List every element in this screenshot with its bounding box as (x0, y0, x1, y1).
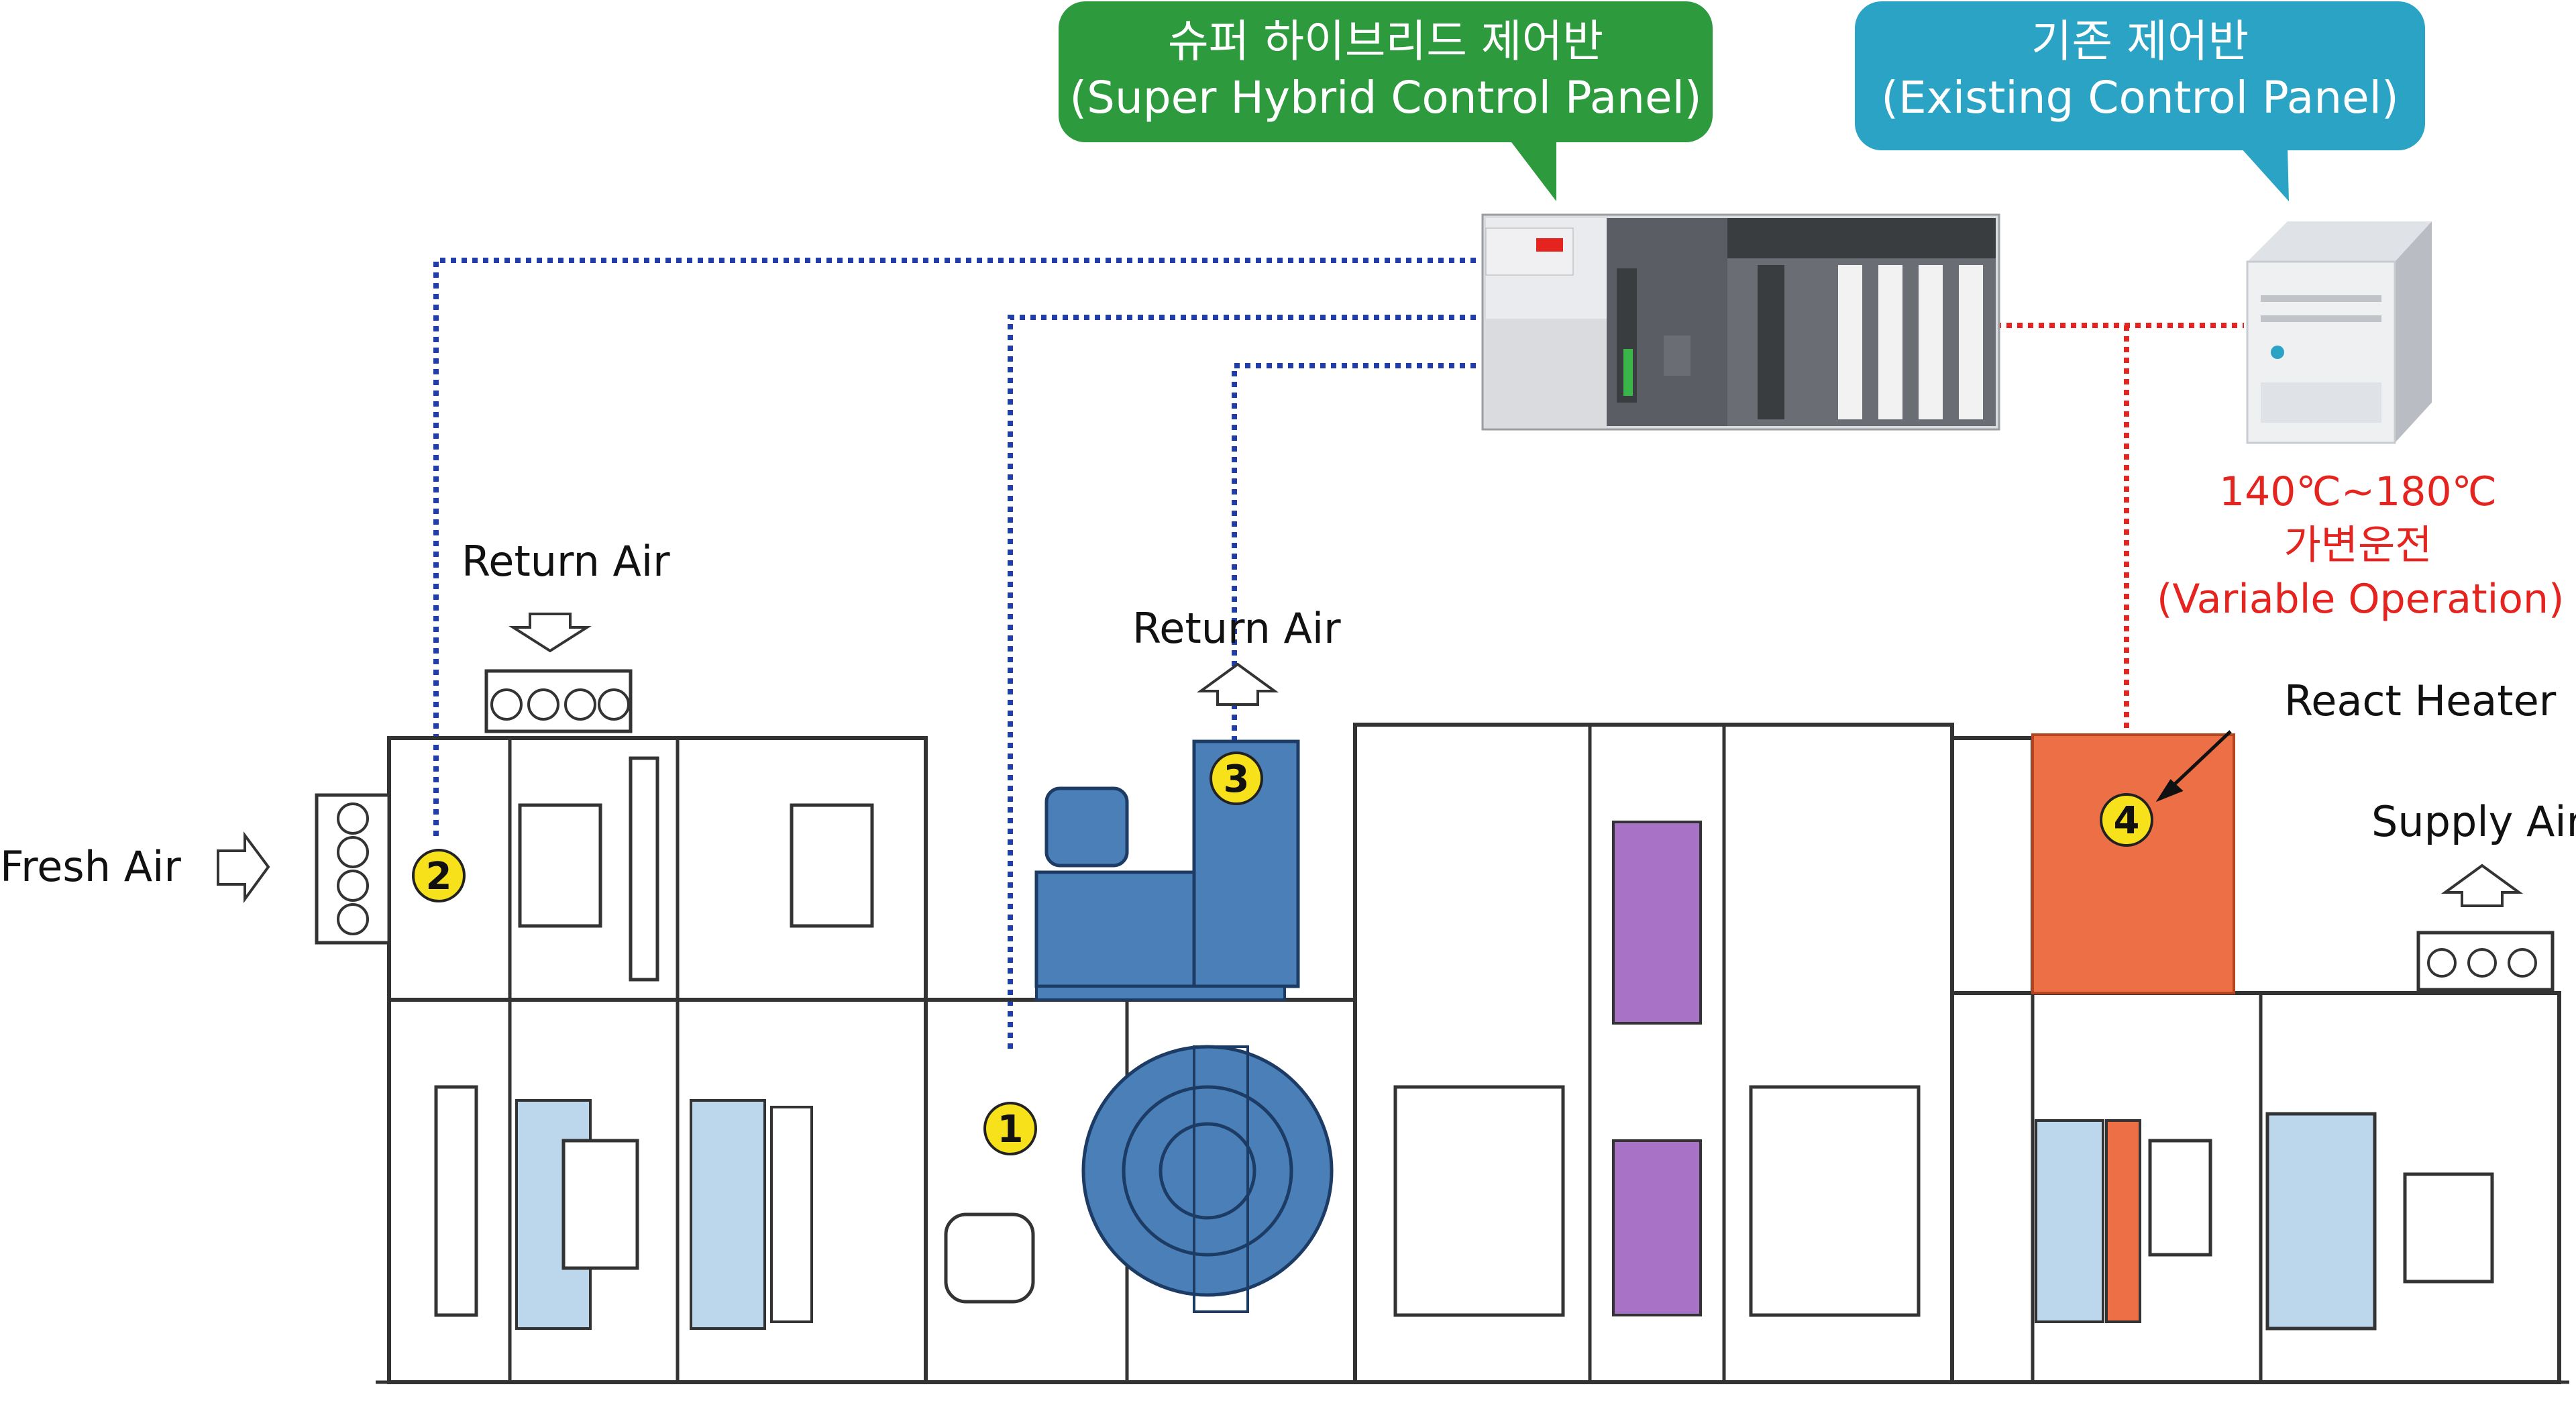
marker-3-label: 3 (1224, 758, 1250, 801)
react-heater-unit (2031, 733, 2235, 994)
supply-fan (944, 1045, 1334, 1313)
server-tower (2246, 221, 2432, 444)
fresh-air-label: Fresh Air (0, 842, 181, 891)
super-hybrid-callout-text: 슈퍼 하이브리드 제어반 (Super Hybrid Control Panel… (1059, 13, 1713, 126)
marker-1-label: 1 (998, 1108, 1024, 1151)
signal-lines-red (1996, 323, 2244, 758)
existing-korean: 기존 제어반 (2031, 15, 2249, 67)
existing-callout (1855, 1, 2425, 201)
marker-4-label: 4 (2114, 799, 2140, 843)
variable-op-english: (Variable Operation) (2157, 576, 2565, 623)
filter-panels (434, 1085, 813, 1330)
fresh-air-damper (315, 793, 391, 945)
signal-lines-blue (433, 258, 1476, 1053)
existing-callout-text: 기존 제어반 (Existing Control Panel) (1855, 13, 2425, 126)
marker-2-label: 2 (426, 855, 452, 898)
upper-access-doors (518, 756, 874, 982)
supply-air-damper (2416, 931, 2555, 992)
react-heater-pointer (2155, 730, 2232, 802)
marker-4: 4 (2100, 793, 2153, 847)
ahu-internal-dividers (376, 725, 2569, 1384)
super-hybrid-callout (1059, 1, 1713, 201)
center-access-doors (1393, 1085, 1921, 1317)
fresh-air-arrow-icon (217, 831, 270, 904)
supply-air-label: Supply Air (2371, 797, 2576, 846)
super-hybrid-korean: 슈퍼 하이브리드 제어반 (1167, 15, 1604, 67)
return-air-fan-label: Return Air (1132, 604, 1341, 653)
plc-controller (1481, 213, 2000, 431)
variable-op-korean: 가변운전 (2284, 522, 2432, 569)
marker-1: 1 (983, 1102, 1037, 1155)
supply-air-arrow-up-icon (2440, 864, 2524, 907)
return-air-arrow-down-icon (508, 613, 592, 653)
existing-english: (Existing Control Panel) (1881, 72, 2399, 123)
super-hybrid-english: (Super Hybrid Control Panel) (1069, 72, 1702, 123)
return-air-damper (484, 669, 633, 733)
variable-op-temperature: 140℃~180℃ (2218, 468, 2498, 515)
marker-3: 3 (1210, 751, 1263, 805)
marker-2: 2 (412, 849, 466, 902)
right-coils (2035, 1112, 2494, 1331)
coil-purple (1612, 821, 1702, 1316)
react-heater-label: React Heater (2284, 676, 2557, 725)
variable-operation-note: 140℃~180℃ 가변운전 (Variable Operation) (2157, 465, 2565, 626)
return-air-arrow-up-icon (1196, 662, 1279, 706)
return-air-left-label: Return Air (462, 537, 670, 586)
